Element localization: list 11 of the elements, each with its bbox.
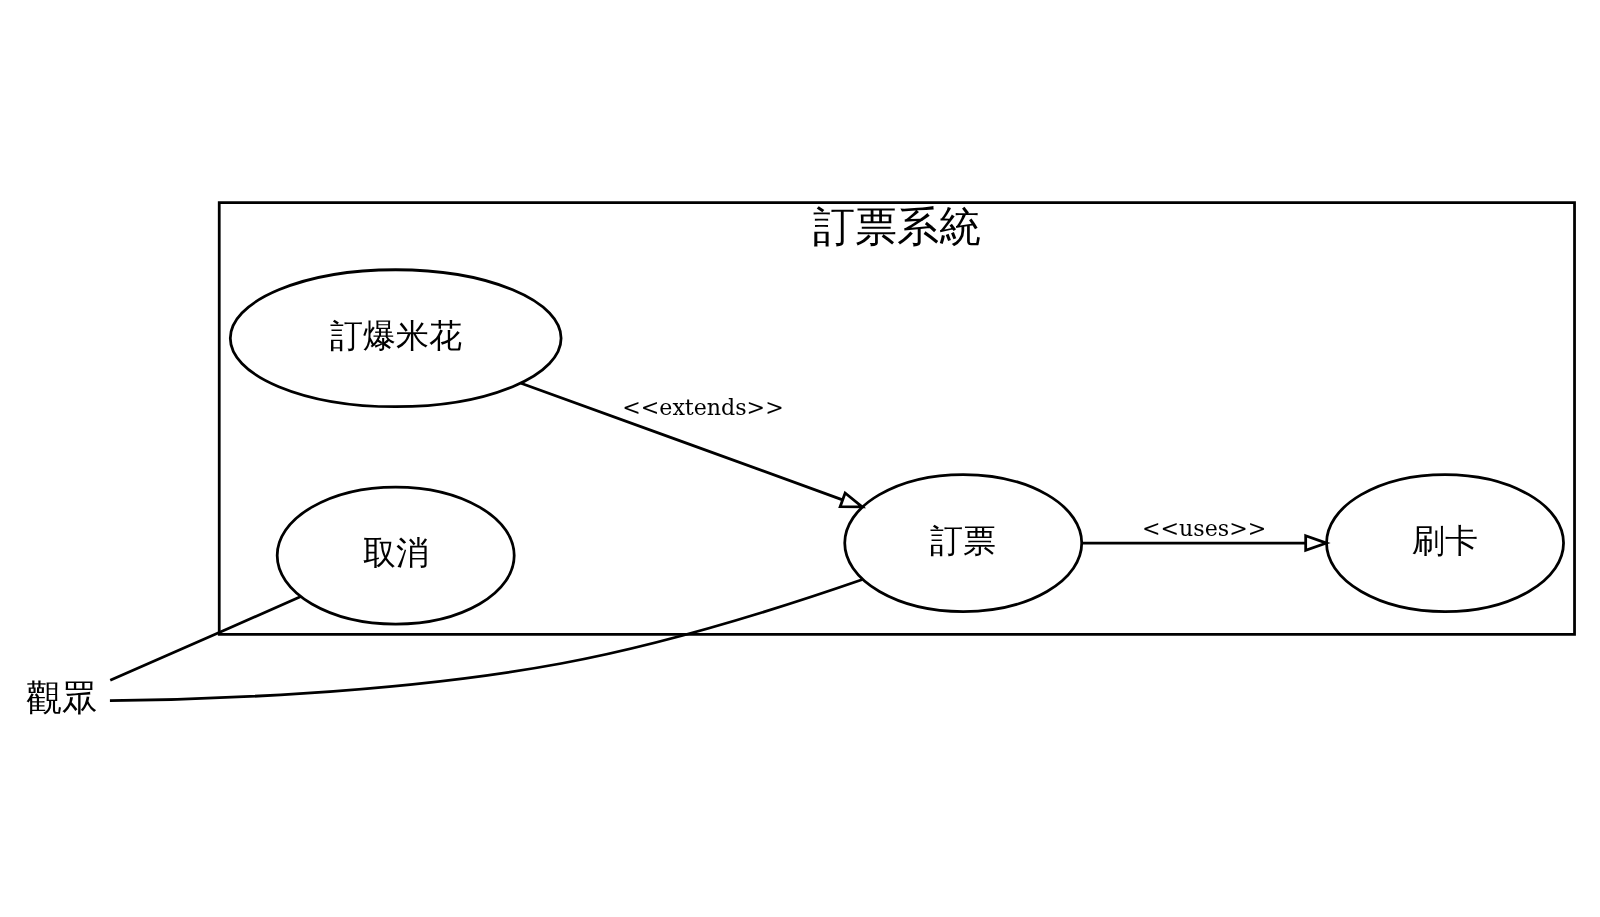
connector [109, 594, 302, 682]
node-ellipse: 訂票 [843, 472, 1084, 613]
connector [109, 577, 863, 702]
node-ellipse: 取消 [275, 485, 516, 625]
edge-label: <<extends>> [622, 393, 784, 420]
edge-label: <<uses>> [1142, 514, 1267, 541]
arrow [520, 381, 867, 508]
arrow [1081, 533, 1331, 552]
node-ellipse: 刷卡 [1325, 472, 1565, 613]
node-ellipse: 訂爆米花 [228, 267, 563, 408]
node-text: 觀眾 [26, 676, 99, 718]
